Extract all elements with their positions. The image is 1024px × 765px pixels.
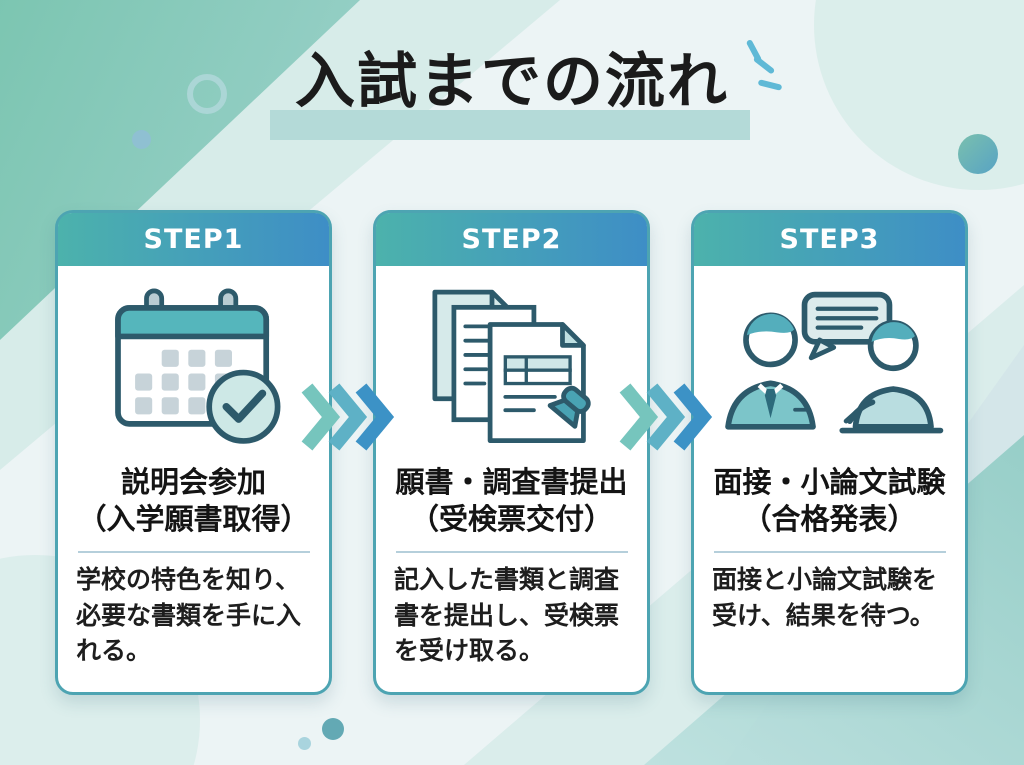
small-circle-decoration-top-right xyxy=(958,134,998,174)
triple-chevron-arrow-icon xyxy=(619,383,713,451)
step3-heading: 面接・小論文試験 （合格発表） xyxy=(694,464,965,538)
step-card-2: STEP2 xyxy=(373,210,650,695)
step3-label: STEP3 xyxy=(779,224,880,255)
step2-label: STEP2 xyxy=(461,224,562,255)
step2-heading: 願書・調査書提出 （受検票交付） xyxy=(376,464,647,538)
step3-header: STEP3 xyxy=(694,213,965,266)
step3-description: 面接と小論文試験を受け、結果を待つ。 xyxy=(712,565,938,630)
step1-heading-line2: （入学願書取得） xyxy=(77,502,310,537)
dot-decoration-bottom-center-large xyxy=(322,718,344,740)
step1-header: STEP1 xyxy=(58,213,329,266)
calendar-check-icon xyxy=(114,288,280,444)
divider xyxy=(395,551,628,554)
step1-heading: 説明会参加 （入学願書取得） xyxy=(58,464,329,538)
page-title: 入試までの流れ xyxy=(295,47,729,117)
interview-writing-icon xyxy=(724,291,943,434)
step2-heading-line2: （受検票交付） xyxy=(409,502,613,537)
step2-description: 記入した書類と調査書を提出し、受検票を受け取る。 xyxy=(394,565,620,666)
step1-heading-line1: 説明会参加 xyxy=(120,465,266,499)
step3-heading-line1: 面接・小論文試験 xyxy=(713,465,946,499)
ring-decoration xyxy=(187,74,227,114)
documents-stamp-icon xyxy=(431,289,591,444)
step-card-3: STEP3 xyxy=(691,210,968,695)
dot-decoration-upper-left xyxy=(132,130,151,149)
title-highlight-bar xyxy=(270,110,750,140)
step2-header: STEP2 xyxy=(376,213,647,266)
dot-decoration-bottom-center-small xyxy=(298,737,311,750)
step1-description: 学校の特色を知り、必要な書類を手に入れる。 xyxy=(76,565,302,666)
step3-heading-line2: （合格発表） xyxy=(742,502,917,537)
step2-heading-line1: 願書・調査書提出 xyxy=(395,465,628,499)
step1-label: STEP1 xyxy=(143,224,244,255)
divider xyxy=(77,551,310,554)
step-card-1: STEP1 説明会参加 （入学願書取得） 学校の特色を知り、必要な書類 xyxy=(55,210,332,695)
triple-chevron-arrow-icon xyxy=(301,383,395,451)
divider xyxy=(713,551,946,554)
